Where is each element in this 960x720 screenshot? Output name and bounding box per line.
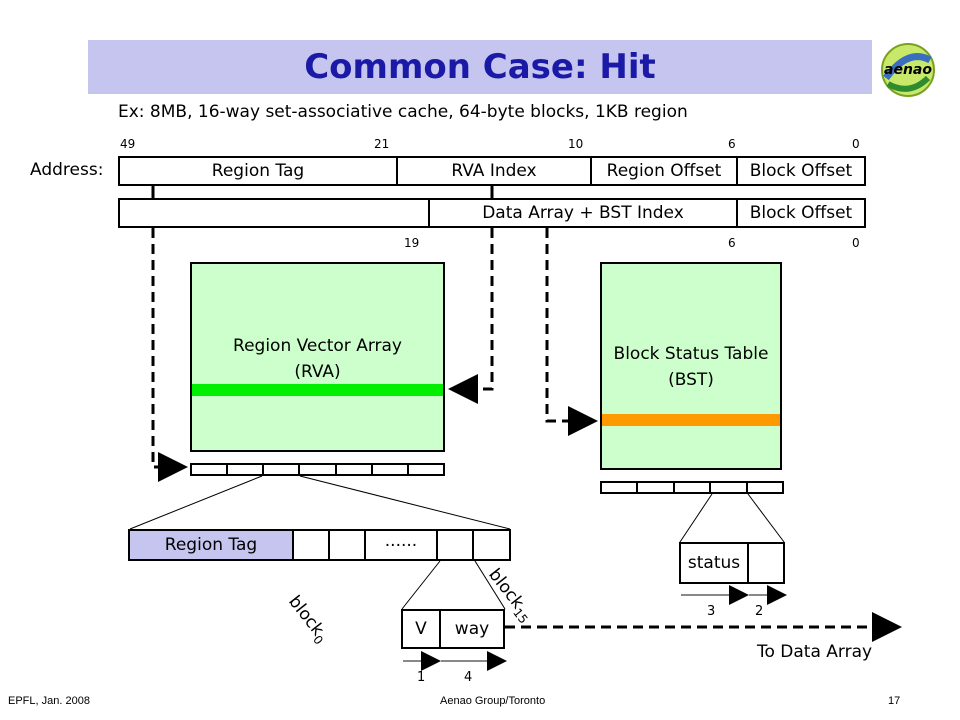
region-tag-field: Region Tag xyxy=(120,158,398,184)
block-fan-left xyxy=(401,560,441,610)
region-entry-block-14 xyxy=(438,531,474,559)
block-offset-field: Block Offset xyxy=(749,161,853,181)
block-fan-right xyxy=(474,560,506,610)
rva-label-line1: Region Vector Array xyxy=(233,336,402,356)
rva-fan-left xyxy=(129,475,263,530)
logo-text: aenao xyxy=(884,62,932,78)
status-field: status xyxy=(681,544,749,582)
rva-index-field: RVA Index xyxy=(398,158,592,184)
footer-center: Aenao Group/Toronto xyxy=(440,695,546,707)
rva-highlight-row xyxy=(192,384,443,396)
bst-fan-right xyxy=(747,493,785,543)
valid-bit-field: V xyxy=(403,611,441,647)
bst-entry-strip xyxy=(600,481,784,494)
bit-49: 49 xyxy=(120,137,136,151)
rva-entry-strip xyxy=(190,463,445,476)
title-bar xyxy=(88,40,872,94)
address-label: Address: xyxy=(30,160,104,180)
region-entry-block-1 xyxy=(330,531,366,559)
way-field: way xyxy=(454,619,490,639)
bit-6-lower: 6 xyxy=(728,236,736,250)
bst-fan-left xyxy=(679,493,713,543)
status-extra-bit-width: 2 xyxy=(755,604,764,619)
upper-bits-field xyxy=(120,200,430,226)
region-entry: Region Tag ...... xyxy=(128,529,511,561)
region-offset-field: Region Offset xyxy=(592,158,738,184)
address-fields: Region Tag RVA Index Region Offset Block… xyxy=(118,156,866,186)
bit-10: 10 xyxy=(568,137,584,151)
bst-highlight-row xyxy=(602,414,780,426)
bit-21: 21 xyxy=(374,137,390,151)
bst-box: Block Status Table (BST) xyxy=(600,262,782,470)
aenao-logo: aenao xyxy=(876,38,940,102)
bst-label-line2: (BST) xyxy=(668,370,714,390)
bit-0: 0 xyxy=(852,137,860,151)
region-tag-dashed-arrow xyxy=(151,228,188,482)
bit-19: 19 xyxy=(404,236,420,250)
region-entry-ellipsis: ...... xyxy=(366,531,438,559)
slide-title: Common Case: Hit xyxy=(304,47,656,87)
to-data-array-label: To Data Array xyxy=(757,642,873,662)
rva-fan-right xyxy=(299,475,511,530)
footer-left: EPFL, Jan. 2008 xyxy=(8,695,90,707)
region-entry-block-0 xyxy=(294,531,330,559)
data-array-bst-index-field: Data Array + BST Index xyxy=(430,200,738,226)
rva-box: Region Vector Array (RVA) xyxy=(190,262,445,452)
bit-0-lower: 0 xyxy=(852,236,860,250)
status-entry: status xyxy=(679,542,785,584)
way-bit-width: 4 xyxy=(464,670,473,685)
rva-label-line2: (RVA) xyxy=(294,362,341,382)
vector-entry: V way xyxy=(401,609,505,649)
address-index-fields: Data Array + BST Index Block Offset xyxy=(118,198,866,228)
block-offset-field-2: Block Offset xyxy=(749,203,853,223)
valid-bit-width: 1 xyxy=(417,670,426,685)
status-bit-width: 3 xyxy=(707,604,716,619)
bst-label-line1: Block Status Table xyxy=(613,344,769,364)
bit-6: 6 xyxy=(728,137,736,151)
subtitle: Ex: 8MB, 16-way set-associative cache, 6… xyxy=(118,102,688,122)
region-entry-tag: Region Tag xyxy=(130,531,294,559)
rva-index-dashed-arrow xyxy=(448,228,494,404)
bst-index-dashed-arrow xyxy=(545,228,598,436)
footer-page-number: 17 xyxy=(888,695,901,707)
